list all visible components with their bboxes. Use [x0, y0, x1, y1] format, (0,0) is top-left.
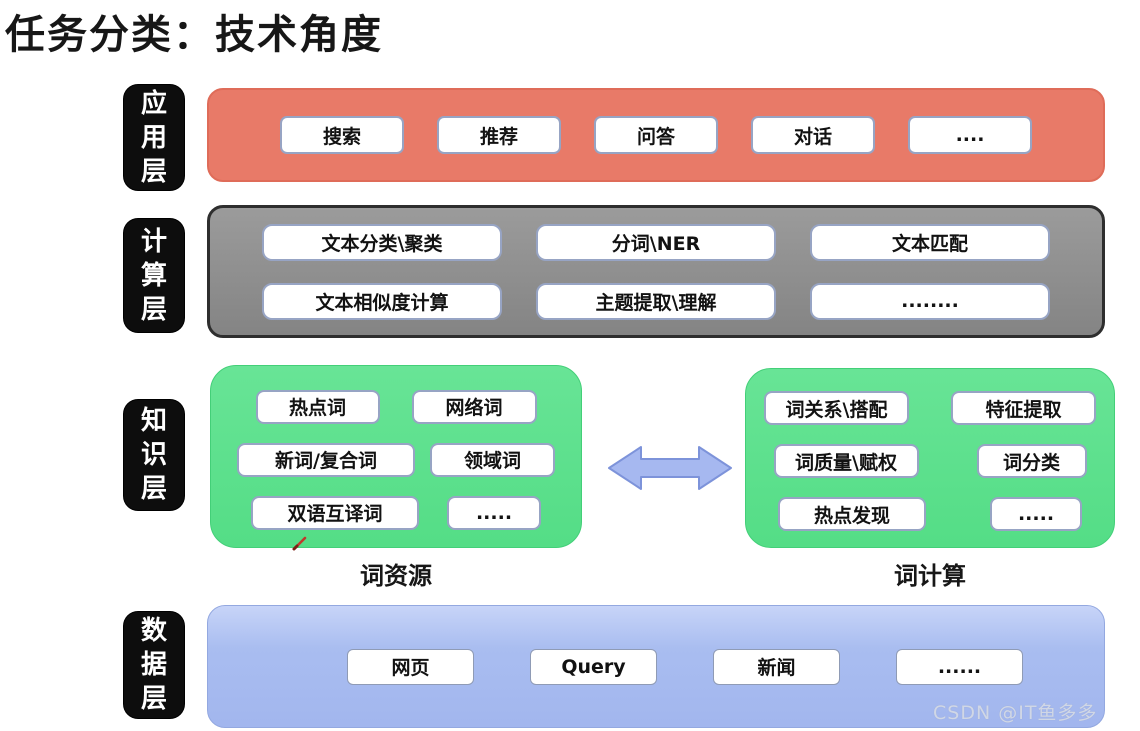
app-item-chip: 搜索 [280, 116, 404, 154]
wordcalc-item-chip: 词质量\赋权 [773, 444, 919, 478]
data-layer-bar: 网页 Query 新闻 ...... [207, 605, 1105, 728]
app-item-chip: 推荐 [437, 116, 561, 154]
wordcalc-item-chip: 特征提取 [951, 391, 1096, 425]
layer-label-application-text: 应用层 [140, 88, 167, 187]
data-item-chip-dots: ...... [896, 648, 1023, 685]
layer-label-knowledge: 知识层 [124, 400, 184, 510]
resource-item-chip: 新词/复合词 [237, 442, 415, 477]
data-item-chip: 网页 [347, 648, 474, 685]
chip-row: 新词/复合词 领域词 [237, 442, 555, 477]
computing-item-chip: 文本分类\聚类 [262, 223, 502, 261]
data-item-chip: 新闻 [713, 648, 840, 685]
application-layer-bar: 搜索 推荐 问答 对话 .... [207, 88, 1105, 182]
word-computing-box: 词关系\搭配 特征提取 词质量\赋权 词分类 热点发现 ..... [745, 368, 1115, 548]
computing-layer-bar: 文本分类\聚类 分词\NER 文本匹配 文本相似度计算 主题提取\理解 ....… [207, 205, 1105, 338]
word-resources-box: 热点词 网络词 新词/复合词 领域词 双语互译词 ..... [210, 365, 582, 548]
wordcalc-item-chip-dots: ..... [990, 497, 1082, 531]
computing-item-chip: 文本匹配 [810, 223, 1050, 261]
chip-row: 热点发现 ..... [778, 497, 1082, 531]
wordcalc-item-chip: 词分类 [976, 444, 1087, 478]
chip-row: 文本相似度计算 主题提取\理解 ........ [262, 282, 1050, 320]
chip-row: 词关系\搭配 特征提取 [764, 391, 1096, 425]
resource-item-chip: 热点词 [255, 389, 380, 424]
chip-row: 词质量\赋权 词分类 [773, 444, 1087, 478]
chip-row: 双语互译词 ..... [251, 495, 541, 530]
watermark: CSDN @IT鱼多多 [933, 702, 1098, 724]
layer-label-data: 数据层 [124, 612, 184, 718]
layer-label-data-text: 数据层 [140, 616, 167, 714]
app-item-chip-dots: .... [908, 116, 1032, 154]
word-resources-caption: 词资源 [360, 562, 432, 590]
wordcalc-item-chip: 词关系\搭配 [764, 391, 909, 425]
exchange-arrow-icon [606, 441, 734, 495]
chip-row: 热点词 网络词 [255, 389, 537, 424]
computing-item-chip: 主题提取\理解 [536, 282, 776, 320]
chip-row: 文本分类\聚类 分词\NER 文本匹配 [262, 223, 1050, 261]
layer-label-application: 应用层 [124, 85, 184, 190]
app-item-chip: 问答 [594, 116, 718, 154]
computing-item-chip: 分词\NER [536, 223, 776, 261]
computing-item-chip-dots: ........ [810, 282, 1050, 320]
resource-item-chip: 领域词 [430, 442, 555, 477]
layer-label-computing: 计算层 [124, 219, 184, 332]
resource-item-chip-dots: ..... [447, 495, 541, 530]
pencil-cursor-icon [289, 534, 311, 554]
wordcalc-item-chip: 热点发现 [778, 497, 926, 531]
resource-item-chip: 双语互译词 [251, 495, 419, 530]
resource-item-chip: 网络词 [411, 389, 537, 424]
data-item-chip: Query [530, 648, 657, 685]
layer-label-knowledge-text: 知识层 [140, 406, 167, 504]
computing-item-chip: 文本相似度计算 [262, 282, 502, 320]
app-item-chip: 对话 [751, 116, 875, 154]
word-computing-caption: 词计算 [894, 562, 966, 590]
layer-label-computing-text: 计算层 [140, 226, 167, 325]
page-title: 任务分类：技术角度 [5, 12, 383, 58]
